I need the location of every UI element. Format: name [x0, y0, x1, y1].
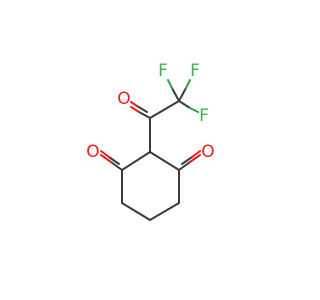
bond-cf-bottom-b: [189, 107, 199, 113]
bond-c1-o-left-b: [100, 154, 112, 163]
atom-label-f-left: F: [158, 61, 168, 81]
bond-cf-left-a: [171, 87, 180, 102]
atom-label-o-ring-right: O: [201, 142, 214, 162]
bond-ring-c2-c1: [121, 151, 151, 171]
atom-label-f-bottom: F: [199, 106, 209, 126]
molecule-structure: O O O F F F: [86, 61, 215, 221]
atom-label-f-right: F: [190, 61, 200, 81]
bond-cf-right-b: [185, 79, 191, 89]
atom-label-o-ketone-top: O: [117, 89, 130, 109]
bond-c3-o-right-b: [189, 154, 201, 163]
bond-acyl-o-b: [130, 106, 140, 113]
bond-acyl-o-c: [136, 105, 148, 113]
bond-c3-o-right-c: [181, 156, 193, 165]
bond-acyl-cf3: [149, 100, 180, 119]
bond-c1-o-left-a: [110, 161, 123, 171]
bond-c1-o-left-c: [108, 156, 120, 165]
bond-ring-c4-c5: [149, 202, 180, 221]
bond-cf-right-a: [178, 87, 187, 102]
bond-cf-left-b: [167, 79, 173, 89]
bond-ring-c2-c3: [149, 151, 180, 171]
bond-cf-bottom-a: [178, 100, 191, 109]
bond-ring-c6-c5: [121, 202, 151, 221]
bond-acyl-o-d: [130, 101, 138, 107]
bond-acyl-o-a: [138, 111, 151, 119]
bond-c3-o-right-a: [178, 161, 191, 171]
atom-label-o-ring-left: O: [86, 142, 99, 162]
bond-c1-o-left-d: [100, 150, 110, 158]
bond-c3-o-right-d: [191, 150, 201, 158]
